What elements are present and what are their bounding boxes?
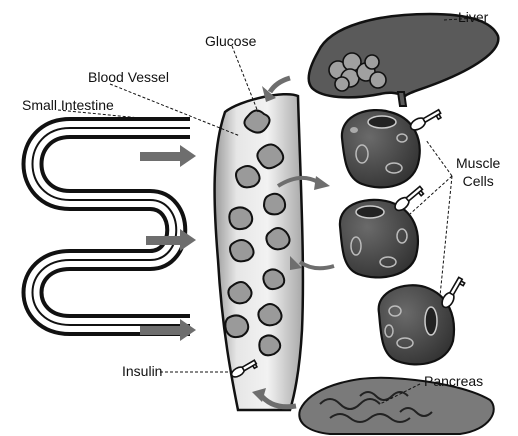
glucose-molecule [258, 304, 281, 325]
muscle-cell [340, 200, 418, 278]
glucose-molecule [225, 315, 248, 337]
glucose-molecule [230, 240, 254, 261]
glucose-molecule [229, 207, 252, 229]
glucose-molecule [259, 335, 280, 355]
muscle-cell [342, 110, 420, 187]
glucose-label: Glucose [205, 34, 256, 48]
pancreas-label: Pancreas [424, 374, 483, 388]
insulin-molecule [440, 276, 466, 310]
liver-to-vessel-arrow [270, 78, 290, 92]
glucose-molecule [257, 144, 283, 168]
insulin-label: Insulin [122, 364, 162, 378]
glucose-molecule [263, 269, 284, 289]
glucose-molecule [228, 282, 251, 303]
blood-vessel-label: Blood Vessel [88, 70, 169, 84]
liver-label: Liver [458, 10, 488, 24]
muscle-cell [379, 285, 454, 364]
small-intestine-label: Small Intestine [22, 98, 114, 112]
glucose-molecule [264, 194, 285, 215]
glucose-molecule [266, 228, 289, 249]
insulin-molecule [393, 184, 425, 214]
glucose-molecule [236, 166, 260, 187]
insulin-molecule [409, 107, 443, 133]
muscle-cells [340, 110, 454, 364]
blood-vessel [215, 94, 303, 410]
muscle-cells-label: Muscle Cells [456, 154, 500, 190]
intestine-to-vessel-arrow [140, 145, 196, 167]
vessel-to-muscle-arrow [300, 262, 334, 268]
liver [309, 14, 499, 106]
